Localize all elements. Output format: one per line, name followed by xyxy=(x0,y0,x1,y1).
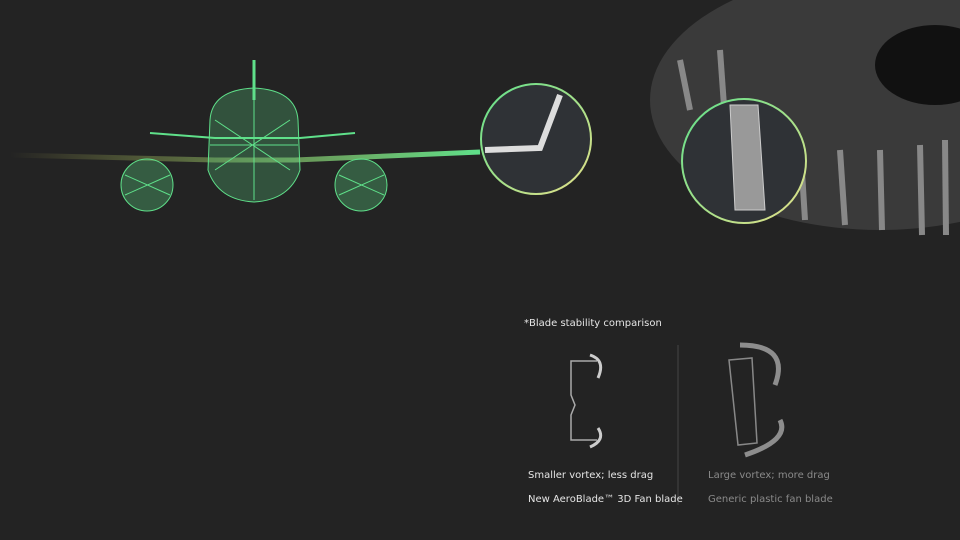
aeroblade-name: New AeroBlade™ 3D Fan blade xyxy=(528,494,683,505)
generic-blade-diagram xyxy=(728,342,785,458)
aeroblade-effect: Smaller vortex; less drag xyxy=(528,470,654,481)
airplane-wireframe xyxy=(9,60,481,212)
generic-name: Generic plastic fan blade xyxy=(708,494,833,505)
aeroblade-diagram xyxy=(570,353,603,449)
comparison-title: *Blade stability comparison xyxy=(524,318,662,329)
wingtip-magnifier xyxy=(480,83,592,195)
generic-effect: Large vortex; more drag xyxy=(708,470,830,481)
turbine-fan xyxy=(650,0,960,236)
